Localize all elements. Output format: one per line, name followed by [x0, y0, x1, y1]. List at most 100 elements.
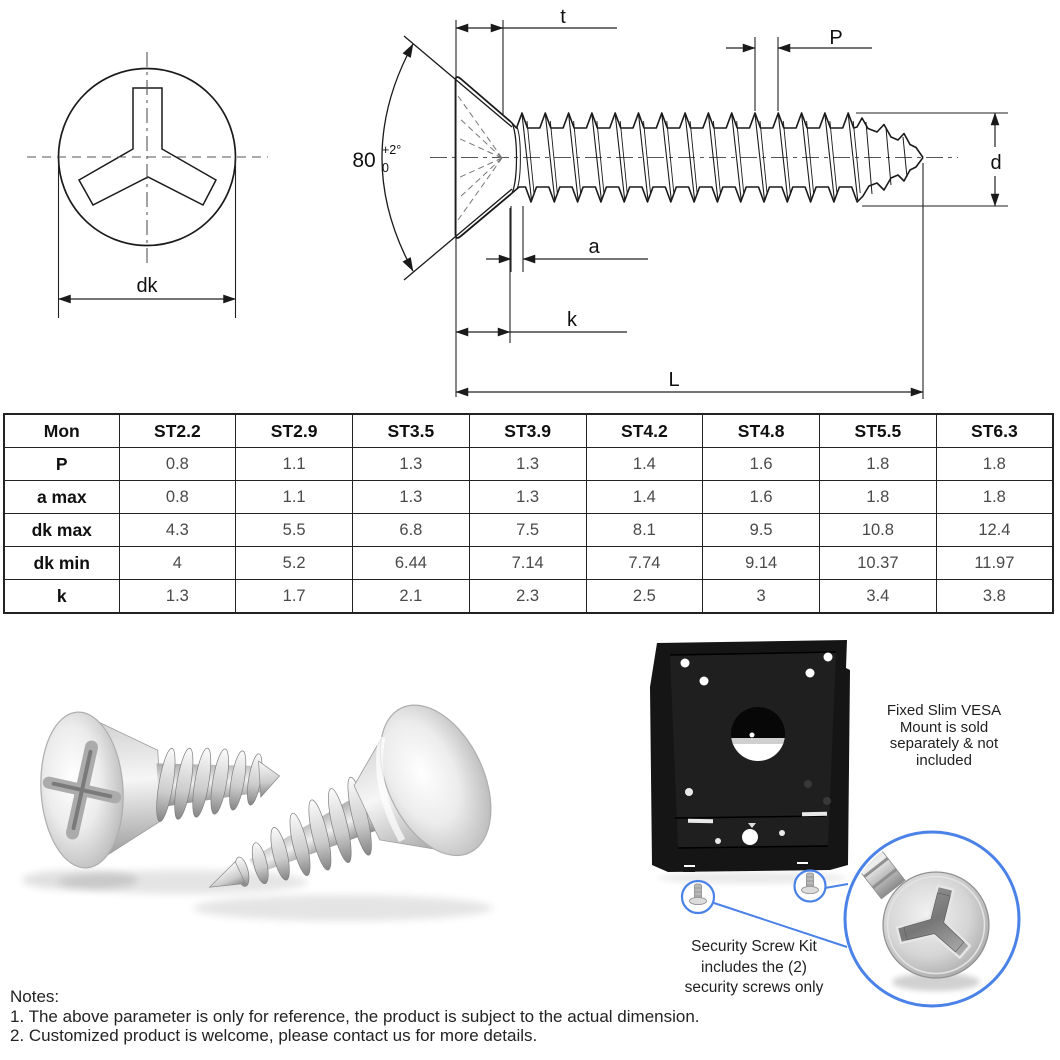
- security-screw-callout-right: [793, 869, 827, 903]
- spec-row-label: P: [3, 447, 120, 481]
- spec-value: 1.6: [702, 480, 820, 514]
- angle-tolerance-zero: 0: [382, 161, 389, 175]
- spec-value: 1.3: [118, 579, 237, 614]
- spec-value: 9.5: [702, 513, 820, 547]
- mount-center-pin: [749, 732, 755, 738]
- mount-hole: [680, 658, 690, 668]
- spec-value: 1.1: [235, 447, 353, 481]
- spec-value: 1.8: [935, 447, 1054, 481]
- tri-wing-recess-outline: [77, 87, 217, 207]
- spec-value: 3: [702, 579, 820, 614]
- spec-value: 7.5: [468, 513, 587, 547]
- technical-drawing: dk: [27, 6, 1008, 399]
- thread-flank-lines: [521, 113, 859, 201]
- spec-value: 1.8: [819, 480, 937, 514]
- magnified-head-shadow: [892, 973, 980, 991]
- spec-value: 1.4: [585, 447, 704, 481]
- dim-label-t: t: [560, 6, 566, 28]
- mount-foot: [677, 855, 702, 872]
- spec-col-header: Mon: [3, 413, 120, 448]
- notes-title: Notes:: [10, 987, 60, 1006]
- mount-notch: [748, 823, 756, 828]
- angle-leg-bottom: [403, 188, 513, 281]
- callout-lines: [713, 883, 849, 948]
- mount-hole: [805, 668, 815, 678]
- mount-hole: [779, 830, 785, 836]
- spec-value: 10.8: [819, 513, 937, 547]
- photo-screw-right: [208, 704, 492, 888]
- a-extension-lines: [510, 206, 524, 272]
- spec-value: 6.44: [352, 546, 470, 580]
- spec-row: dk max 4.3 5.5 6.8 7.5 8.1 9.5 10.8 12.4: [3, 513, 1054, 547]
- thread-fins: [235, 776, 372, 887]
- mount-hole: [823, 797, 831, 805]
- p-extension-lines: [754, 37, 779, 111]
- mount-foot: [790, 852, 815, 869]
- mount-foot-gap: [684, 862, 808, 867]
- t-extension-lines: [455, 20, 504, 397]
- spec-row: k 1.3 1.7 2.1 2.3 2.5 3 3.4 3.8: [3, 579, 1054, 614]
- dk-extension-lines: [57, 157, 237, 318]
- spec-value: 1.3: [352, 447, 470, 481]
- angle-value: 80: [352, 149, 375, 172]
- spec-row: a max 0.8 1.1 1.3 1.3 1.4 1.6 1.8 1.8: [3, 480, 1054, 514]
- vesa-mount: [650, 640, 850, 872]
- spec-value: 3.4: [819, 579, 937, 614]
- mount-hole: [715, 838, 721, 844]
- spec-value: 1.7: [235, 579, 353, 614]
- thread-fins: [156, 747, 263, 822]
- dim-label-l: L: [668, 369, 679, 391]
- thread-flank-lines-2: [526, 120, 861, 194]
- spec-row: P 0.8 1.1 1.3 1.3 1.4 1.6 1.8 1.8: [3, 447, 1054, 481]
- neck-fillet-2: [516, 126, 521, 190]
- mount-hole: [742, 829, 758, 845]
- spec-row-label: k: [3, 579, 120, 614]
- spec-table: Mon ST2.2 ST2.9 ST3.5 ST3.9 ST4.2 ST4.8 …: [3, 413, 1054, 614]
- spec-value: 9.14: [702, 546, 820, 580]
- vesa-mount-caption: Fixed Slim VESA Mount is sold separately…: [886, 702, 1002, 769]
- spec-value: 0.8: [118, 447, 237, 481]
- spec-value: 10.37: [819, 546, 937, 580]
- dim-label-a: a: [588, 236, 600, 258]
- mount-illustration: [650, 640, 1021, 1008]
- spec-value: 1.3: [352, 480, 470, 514]
- mount-hole: [823, 652, 833, 662]
- magnifier-callout: [843, 830, 1021, 1008]
- mount-hole: [685, 788, 693, 796]
- tip-flank-lines: [865, 121, 908, 195]
- spec-value: 5.2: [235, 546, 353, 580]
- dim-label-k: k: [567, 309, 578, 331]
- spec-value: 3.8: [935, 579, 1054, 614]
- angle-leg-top: [403, 35, 513, 128]
- spec-value: 6.8: [352, 513, 470, 547]
- spec-value: 4: [118, 546, 237, 580]
- spec-value: 0.8: [118, 480, 237, 514]
- dim-label-dk: dk: [136, 275, 158, 297]
- dim-label-d: d: [990, 152, 1001, 174]
- spec-value: 7.14: [468, 546, 587, 580]
- spec-value: 7.74: [585, 546, 704, 580]
- magnified-head-rim: [886, 875, 986, 975]
- photo-screw-left: [40, 711, 281, 869]
- mount-hole: [699, 676, 709, 686]
- spec-col-header: ST4.2: [585, 413, 704, 448]
- spec-row-label: a max: [3, 480, 120, 514]
- product-photo-screws: [22, 704, 493, 921]
- note-item: 1. The above parameter is only for refer…: [10, 1006, 700, 1026]
- spec-value: 1.3: [468, 447, 587, 481]
- spec-value: 2.1: [352, 579, 470, 614]
- spec-value: 1.6: [702, 447, 820, 481]
- mount-edge-lines: [669, 651, 837, 849]
- spec-value: 8.1: [585, 513, 704, 547]
- spec-value: 1.8: [935, 480, 1054, 514]
- mount-hole: [804, 780, 812, 788]
- spec-value: 12.4: [935, 513, 1054, 547]
- spec-col-header: ST2.9: [235, 413, 353, 448]
- spec-row-label: dk max: [3, 513, 120, 547]
- spec-value: 1.3: [468, 480, 587, 514]
- screw-head-face: [379, 704, 492, 857]
- spec-value: 1.1: [235, 480, 353, 514]
- spec-value: 2.3: [468, 579, 587, 614]
- spec-value: 1.4: [585, 480, 704, 514]
